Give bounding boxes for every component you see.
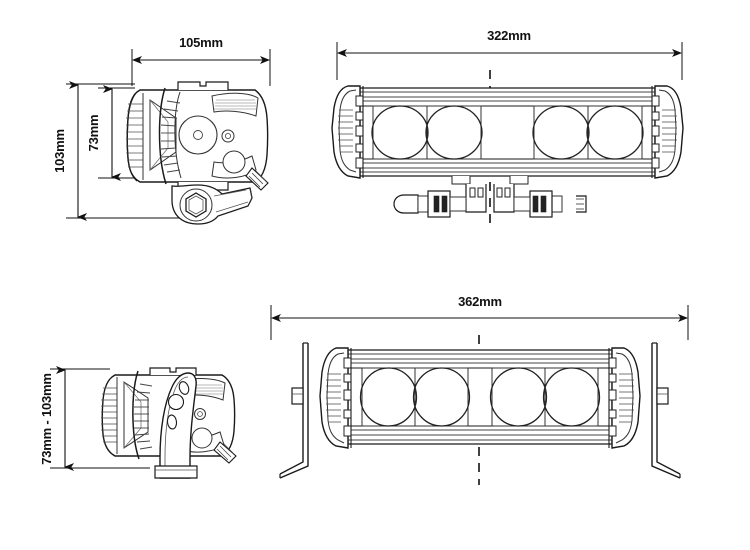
dimension-362mm: 362mm — [270, 294, 689, 340]
side-bracket-left — [279, 342, 309, 479]
lens-6 — [412, 367, 471, 427]
dimension-label-73mm: 73mm — [86, 115, 101, 152]
lens-group-bottom — [359, 367, 601, 427]
dimension-73mm: 73mm — [86, 85, 140, 181]
lens-2 — [425, 105, 483, 160]
end-cap-fins-left — [338, 109, 353, 153]
lamp-side-body — [126, 81, 269, 191]
center-mount-hardware-top — [393, 176, 587, 218]
heatsink-fins-left-2 — [101, 387, 117, 443]
view-top-left-side-profile: 105mm 103mm 73mm — [52, 35, 271, 225]
view-top-right-front: 322mm — [331, 28, 684, 228]
upper-vent-hatching — [214, 99, 256, 110]
end-cap-right-bottom — [608, 347, 641, 449]
heatsink-fins-left — [126, 103, 143, 168]
bracket-pivot-left — [291, 387, 304, 405]
end-cap-left-bottom — [319, 347, 352, 449]
adjuster-knob-left — [393, 194, 419, 214]
dimension-103mm: 103mm — [52, 81, 182, 221]
view-bottom-right-front: 362mm — [270, 294, 689, 485]
lightbar-housing-bottom — [347, 349, 613, 445]
lightbar-housing-top — [359, 87, 656, 177]
lens-8 — [542, 367, 601, 427]
spine-ribs — [160, 100, 181, 173]
lens-group-top — [371, 105, 644, 160]
hex-bolt-mount — [171, 184, 253, 225]
bracket-slot-upper — [178, 381, 190, 395]
end-cap-right-top — [651, 85, 684, 179]
end-cap-left-top — [331, 85, 364, 179]
bracket-slot-lower — [166, 414, 178, 430]
dimension-label-362mm: 362mm — [458, 294, 502, 309]
dimension-322mm: 322mm — [336, 28, 683, 80]
lens-4 — [586, 105, 644, 160]
side-mount-bracket — [154, 372, 198, 479]
dimension-label-103mm: 103mm — [52, 129, 67, 173]
dimension-105mm: 105mm — [131, 35, 271, 86]
view-bottom-left-side-profile: 73mm - 103mm — [39, 366, 237, 479]
bracket-pivot-hole — [167, 393, 185, 411]
dimension-label-322mm: 322mm — [487, 28, 531, 43]
side-bracket-right — [651, 342, 681, 479]
dimension-label-73-103mm: 73mm - 103mm — [39, 373, 54, 465]
dimension-73-103mm: 73mm - 103mm — [39, 366, 150, 471]
dimension-label-105mm: 105mm — [179, 35, 223, 50]
